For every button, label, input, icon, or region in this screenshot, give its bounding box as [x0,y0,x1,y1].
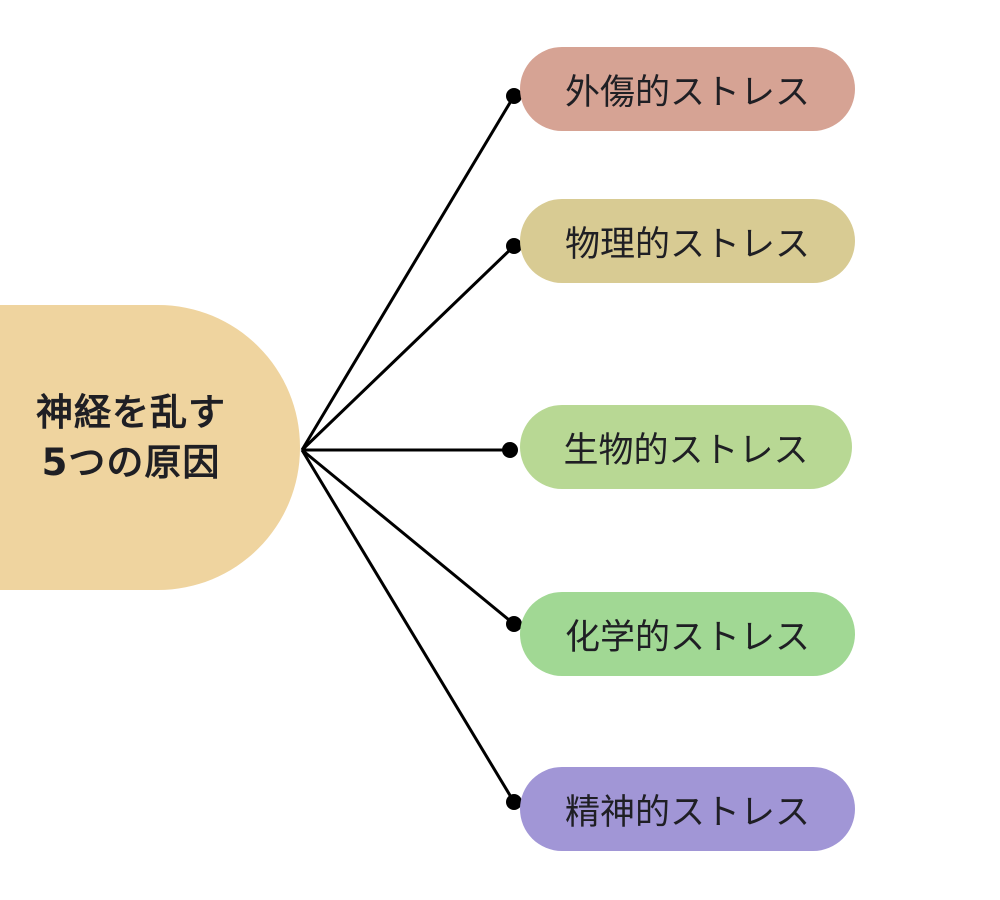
connector-dot-1 [506,88,522,104]
branch-node-5[interactable]: 精神的ストレス [520,767,855,851]
branch-label-4: 化学的ストレス [564,617,810,658]
branch-node-3[interactable]: 生物的ストレス [520,405,852,489]
branch-label-5: 精神的ストレス [564,792,810,833]
connector-dot-5 [506,794,522,810]
root-node[interactable] [0,305,300,590]
branch-label-3: 生物的ストレス [563,430,809,471]
connector-line-5 [300,449,516,803]
connector-dot-3 [502,442,518,458]
connector-line-1 [300,95,516,451]
connector-dot-2 [506,238,522,254]
branch-node-2[interactable]: 物理的ストレス [520,199,855,283]
root-label: 神経を乱す 5つの原因 [0,388,262,488]
branch-node-4[interactable]: 化学的ストレス [520,592,855,676]
branch-label-1: 外傷的ストレス [564,72,810,113]
connector-line-2 [300,244,516,452]
connector-dot-4 [506,616,522,632]
branch-node-1[interactable]: 外傷的ストレス [520,47,855,131]
root-label-line-2: 5つの原因 [41,441,221,484]
root-label-line-1: 神経を乱す [36,391,226,434]
connector-line-4 [301,448,515,626]
branch-label-2: 物理的ストレス [564,224,810,265]
